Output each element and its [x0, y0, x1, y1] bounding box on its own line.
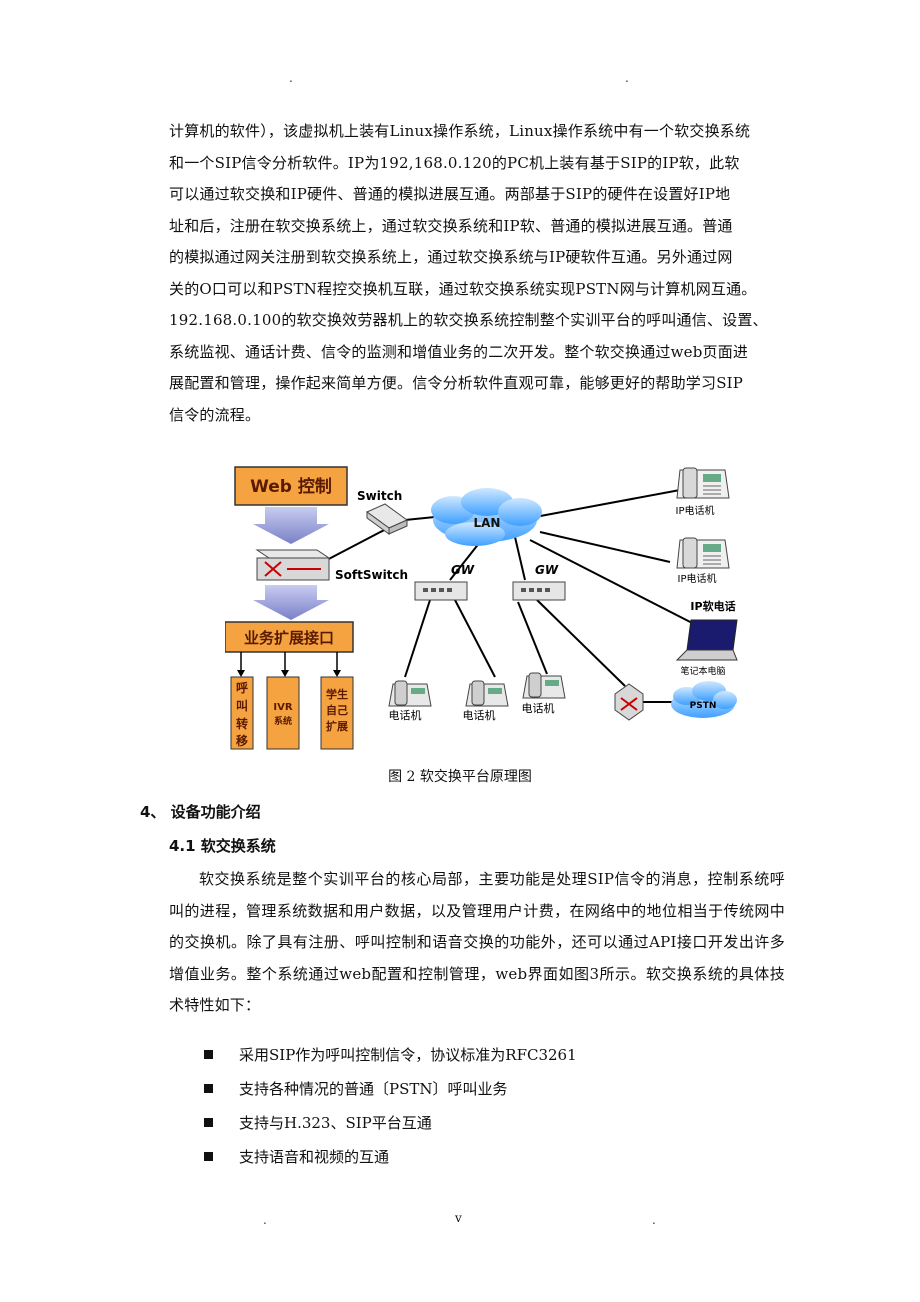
phone-icon — [388, 680, 432, 707]
web-control-label: Web 控制 — [250, 476, 332, 497]
square-bullet-icon — [204, 1151, 213, 1161]
gateway-device-icon — [512, 581, 566, 601]
list-item: 支持语音和视频的互通 — [204, 1139, 577, 1173]
switch-device-icon — [366, 503, 408, 535]
ivr-box — [266, 676, 300, 750]
text-line: 展配置和管理，操作起来简单方便。信令分析软件直观可靠，能够更好的帮助学习SIP — [169, 374, 744, 392]
square-bullet-icon — [204, 1117, 213, 1127]
web-control-box — [234, 466, 348, 506]
phone-icon — [522, 672, 566, 699]
page-number: v — [455, 1211, 462, 1225]
text-line: 信令的流程。 — [169, 405, 261, 424]
text-line: 系统监视、通话计费、信令的监测和增值业务的二次开发。整个软交换通过web页面进 — [169, 342, 749, 361]
student-label: 学生自己扩展 — [326, 687, 349, 733]
softswitch-device-icon — [255, 549, 331, 581]
intro-paragraph: 计算机的软件），该虚拟机上装有Linux操作系统，Linux操作系统中有一个软交… — [169, 116, 785, 431]
gateway-label-1: GW — [451, 563, 475, 577]
call-forward-label: 呼叫转移 — [236, 680, 248, 748]
subsection-heading: 4.1 软交换系统 — [169, 837, 276, 855]
service-interface-box — [225, 621, 354, 653]
square-bullet-icon — [204, 1083, 213, 1093]
phone-label-1: 电话机 — [389, 708, 422, 722]
list-item-text: 支持各种情况的普通〔PSTN〕呼叫业务 — [239, 1079, 508, 1098]
list-item: 支持各种情况的普通〔PSTN〕呼叫业务 — [204, 1071, 577, 1105]
text-line: 192.168.0.100的软交换效劳器机上的软交换系统控制整个实训平台的呼叫通… — [169, 311, 768, 329]
text-line: 计算机的软件），该虚拟机上装有Linux操作系统，Linux操作系统中有一个软交… — [169, 122, 751, 140]
list-item: 采用SIP作为呼叫控制信令，协议标准为RFC3261 — [204, 1037, 577, 1071]
text-line: 关的O口可以和PSTN程控交换机互联，通过软交换系统实现PSTN网与计算机网互通… — [169, 279, 757, 298]
gateway-device-icon — [414, 581, 468, 601]
list-item-text: 支持与H.323、SIP平台互通 — [239, 1113, 432, 1132]
ip-softphone-label: IP软电话 — [690, 599, 735, 613]
ivr-label: IVR — [273, 702, 292, 713]
square-bullet-icon — [204, 1049, 213, 1059]
footer-dot-right: . — [652, 1213, 656, 1227]
laptop-label: 笔记本电脑 — [680, 665, 725, 677]
pstn-label: PSTN — [690, 701, 717, 711]
figure-caption: 图 2 软交换平台原理图 — [388, 769, 532, 785]
ip-phone-label-1: IP电话机 — [676, 504, 715, 517]
feature-list: 采用SIP作为呼叫控制信令，协议标准为RFC3261 支持各种情况的普通〔PST… — [204, 1037, 577, 1173]
laptop-icon — [675, 619, 738, 661]
lan-cloud-icon — [431, 488, 542, 546]
softswitch-diagram: Web 控制 SoftSwitch Switch LAN GW GW 业务扩展接 — [225, 466, 738, 750]
pstn-cloud-icon — [671, 681, 737, 718]
call-forward-box — [230, 676, 254, 750]
text-line: 的模拟通过网关注册到软交换系统上，通过软交换系统与IP硬软件互通。另外通过网 — [169, 248, 733, 266]
ivr-sublabel: 系统 — [274, 715, 292, 727]
phone-label-2: 电话机 — [463, 708, 496, 722]
text-line: 可以通过软交换和IP硬件、普通的模拟进展互通。两部基于SIP的硬件在设置好IP地 — [169, 185, 731, 203]
service-interface-label: 业务扩展接口 — [244, 629, 334, 647]
footer-dot-left: . — [263, 1213, 267, 1227]
text-line: 和一个SIP信令分析软件。IP为192,168.0.120的PC机上装有基于SI… — [169, 153, 740, 172]
header-dot-right: . — [625, 71, 629, 85]
list-item: 支持与H.323、SIP平台互通 — [204, 1105, 577, 1139]
softswitch-label: SoftSwitch — [335, 568, 408, 582]
pstn-switch-icon — [614, 683, 644, 721]
text-line: 址和后，注册在软交换系统上，通过软交换系统和IP软、普通的模拟进展互通。普通 — [169, 216, 733, 235]
phone-icon — [465, 680, 509, 707]
down-arrow-icon — [253, 507, 329, 544]
switch-label: Switch — [357, 489, 402, 503]
section-heading: 4、 设备功能介绍 — [140, 803, 261, 821]
header-dot-left: . — [289, 71, 293, 85]
ip-phone-label-2: IP电话机 — [678, 572, 717, 585]
lan-label: LAN — [474, 516, 501, 530]
student-box — [320, 676, 354, 750]
list-item-text: 支持语音和视频的互通 — [239, 1147, 390, 1166]
ip-phone-icon — [676, 467, 730, 499]
phone-label-3: 电话机 — [522, 701, 555, 715]
ip-phone-icon — [676, 537, 730, 569]
softswitch-paragraph: 软交换系统是整个实训平台的核心局部，主要功能是处理SIP信令的消息，控制系统呼叫… — [169, 870, 785, 1014]
down-arrow-icon — [253, 585, 329, 620]
list-item-text: 采用SIP作为呼叫控制信令，协议标准为RFC3261 — [239, 1045, 577, 1064]
gateway-label-2: GW — [535, 563, 559, 577]
